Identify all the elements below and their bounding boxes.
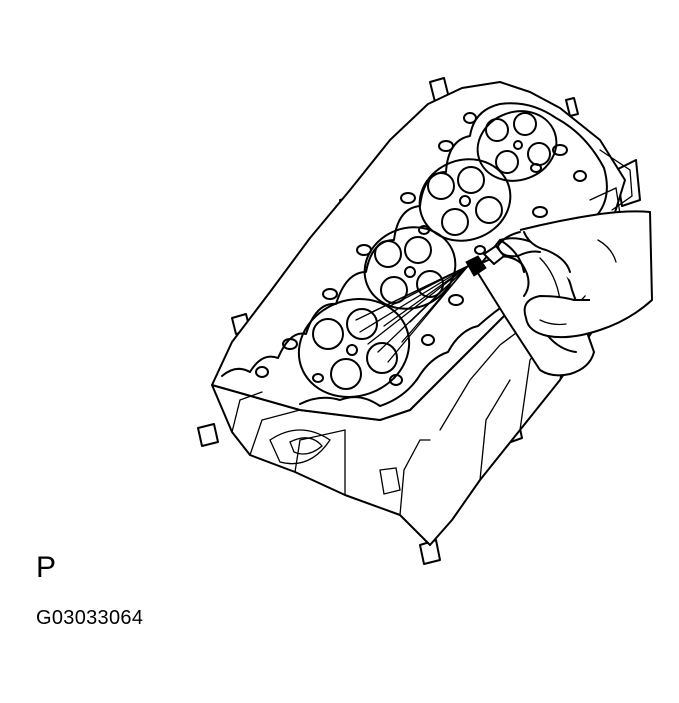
view-label: P: [36, 551, 57, 584]
hand: [497, 210, 653, 353]
head-bolt-holes: [255, 112, 587, 386]
figure-code: G03033064: [36, 607, 144, 629]
combustion-chambers: [297, 110, 558, 399]
spray-pattern: [355, 265, 469, 363]
